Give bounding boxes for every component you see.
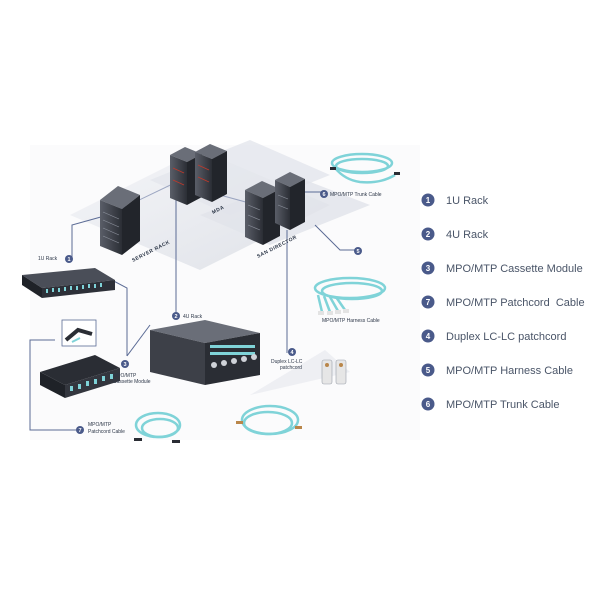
legend-label: MPO/MTP Cassette Module: [446, 263, 583, 275]
badge-4u: 2: [172, 312, 180, 320]
svg-text:6: 6: [322, 192, 325, 198]
legend-label: Duplex LC-LC patchcord: [446, 331, 566, 343]
server-rack: [100, 186, 140, 255]
svg-text:4: 4: [290, 350, 294, 356]
legend-badge: [421, 397, 435, 411]
legend: 1 1U Rack 2 4U Rack 3 MPO/MTP Cassette Module…: [421, 193, 585, 411]
line-cassette-4u: [126, 324, 151, 357]
legend-badge: [421, 295, 435, 309]
legend-number: 6: [426, 400, 431, 409]
legend-label: 1U Rack: [446, 195, 489, 207]
legend-item: 7 MPO/MTP Patchcord Cable: [421, 295, 585, 309]
legend-label: MPO/MTP Harness Cable: [446, 365, 573, 377]
callout-4u-rack: 4U Rack: [183, 314, 203, 320]
device-duplex-patchcord: [236, 350, 350, 436]
device-4u-rack: [150, 320, 260, 385]
device-mpo-patchcord: [134, 411, 182, 443]
legend-item: 6 MPO/MTP Trunk Cable: [421, 397, 560, 411]
callout-trunk: MPO/MTP Trunk Cable: [330, 192, 382, 198]
diagram-badges: 1 2 3 4 5 6 7: [65, 190, 362, 434]
svg-text:7: 7: [78, 428, 81, 434]
legend-badge: [421, 329, 435, 343]
svg-text:1: 1: [67, 257, 70, 263]
legend-number: 3: [426, 264, 431, 273]
legend-number: 7: [426, 298, 431, 307]
svg-text:2: 2: [174, 314, 177, 320]
device-harness-cable: [313, 276, 387, 315]
callout-patchcord-line1: MPO/MTP: [88, 422, 112, 428]
san-director-racks: [245, 172, 305, 245]
legend-badge: [421, 363, 435, 377]
badge-patchcord: 7: [76, 426, 84, 434]
callout-duplex-line2: patchcord: [280, 365, 302, 371]
line-harness: [314, 224, 358, 251]
badge-1u: 1: [65, 255, 73, 263]
badge-harness: 5: [354, 247, 362, 255]
device-trunk-cable: [330, 152, 400, 184]
legend-label: MPO/MTP Trunk Cable: [446, 399, 560, 411]
callout-harness: MPO/MTP Harness Cable: [322, 318, 380, 324]
device-1u-rack: [22, 268, 115, 298]
legend-label: 4U Rack: [446, 229, 489, 241]
legend-item: 3 MPO/MTP Cassette Module: [421, 261, 583, 275]
legend-badge: [421, 261, 435, 275]
badge-duplex: 4: [288, 348, 296, 356]
legend-item: 4 Duplex LC-LC patchcord: [421, 329, 566, 343]
line-1u: [71, 214, 109, 258]
legend-number: 5: [426, 366, 431, 375]
legend-item: 2 4U Rack: [421, 227, 489, 241]
legend-item: 1 1U Rack: [421, 193, 489, 207]
legend-number: 2: [426, 230, 431, 239]
badge-cassette: 3: [121, 360, 129, 368]
svg-text:3: 3: [123, 362, 126, 368]
line-patchcord: [29, 339, 80, 431]
mda-racks: [170, 144, 227, 205]
legend-number: 1: [426, 196, 431, 205]
iso-label-mda: MDA: [211, 205, 225, 216]
legend-label: MPO/MTP Patchcord Cable: [446, 297, 585, 309]
legend-badge: [421, 193, 435, 207]
badge-trunk: 6: [320, 190, 328, 198]
callout-cassette-line1: MPO/MTP: [113, 373, 137, 379]
legend-item: 5 MPO/MTP Harness Cable: [421, 363, 573, 377]
device-cassette-module: [40, 319, 120, 398]
legend-number: 4: [426, 332, 431, 341]
legend-badge: [421, 227, 435, 241]
callout-duplex-line1: Duplex LC-LC: [271, 359, 303, 365]
svg-text:5: 5: [356, 249, 359, 255]
callout-cassette-line2: Cassette Module: [113, 379, 151, 385]
callout-1u-rack: 1U Rack: [38, 256, 58, 262]
callout-patchcord-line2: Patchcord Cable: [88, 429, 125, 435]
